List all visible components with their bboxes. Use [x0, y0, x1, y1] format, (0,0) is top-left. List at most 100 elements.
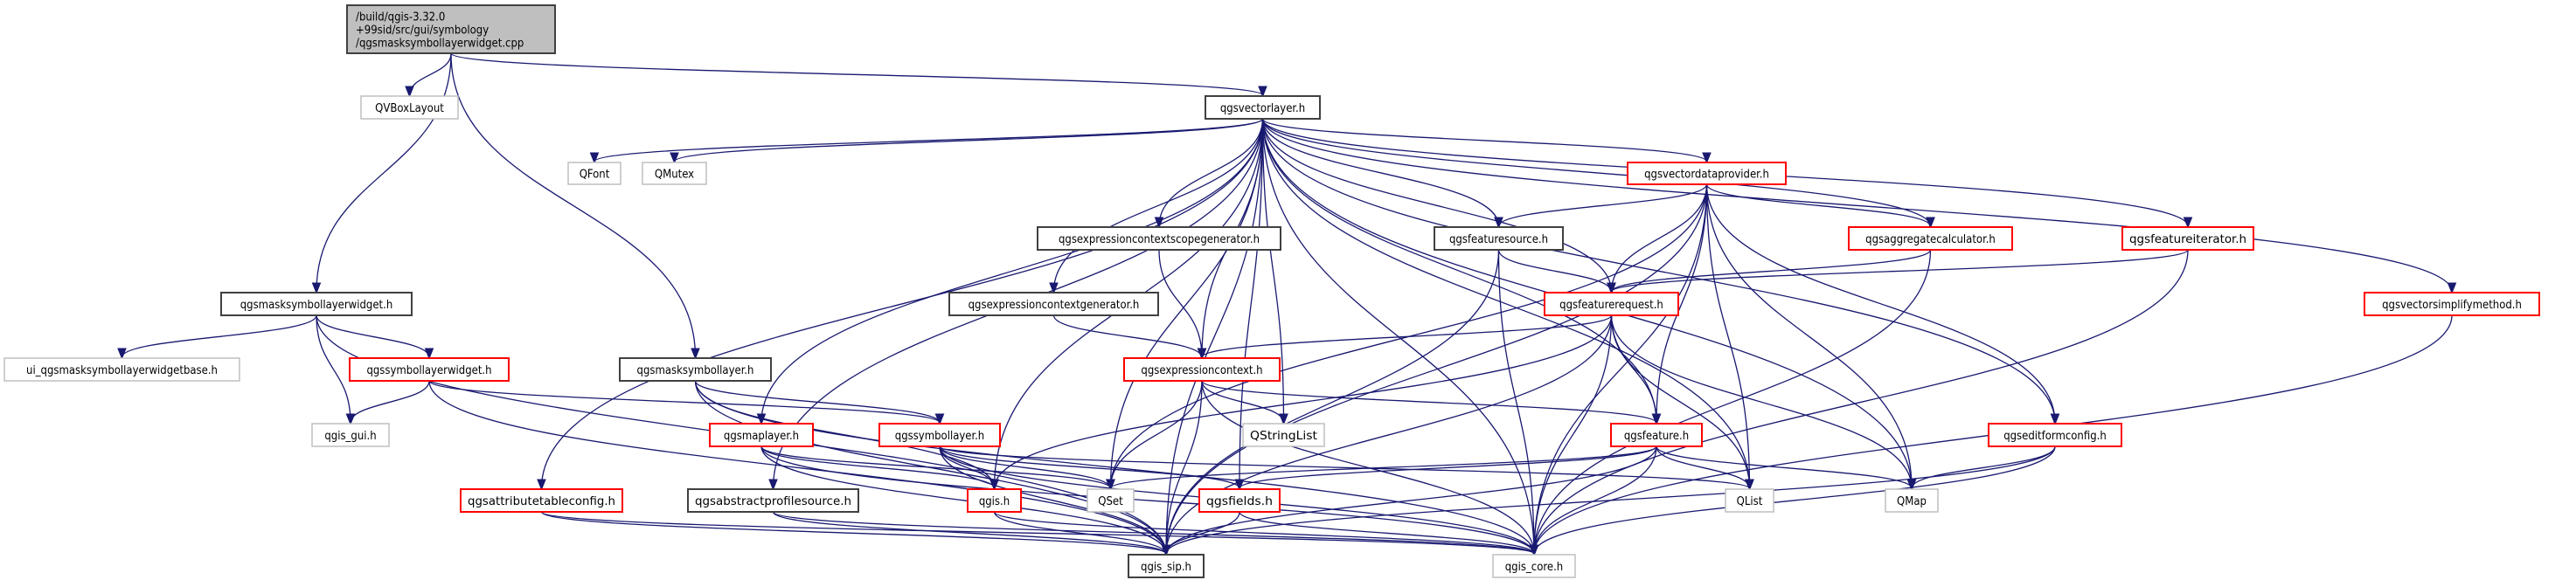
edge-root-to-qgsvectorlayer: [450, 52, 1263, 95]
node-root[interactable]: /build/qgis-3.32.0+99sid/src/gui/symbolo…: [346, 4, 556, 54]
edge-qgsvectorlayer-to-qgsfeature: [1261, 118, 1657, 423]
edge-qgsfeature-to-qmap: [1656, 445, 1912, 488]
node-label: QList: [1737, 495, 1763, 508]
edge-qgsexpressioncontext-to-qgis_core: [1201, 380, 1534, 554]
node-box: [948, 292, 1159, 316]
node-qgssymbollayer[interactable]: qgssymbollayer.h: [878, 423, 1001, 447]
edge-qgssymbollayerwidget-to-qgssymbollayer: [428, 380, 940, 423]
node-label: qgseditformconfig.h: [2003, 430, 2107, 443]
node-box: [967, 488, 1022, 513]
edge-qgsvectorlayer-to-qgsmaplayer: [761, 118, 1264, 423]
node-box: [709, 423, 814, 447]
node-box: [460, 488, 623, 513]
edge-qgsvectorlayer-to-qgsattributetableconfig: [542, 118, 1264, 488]
node-label: qgsexpressioncontextgenerator.h: [969, 299, 1140, 312]
edge-qgsfeaturerequest-to-qmap: [1610, 314, 1913, 488]
node-label: qgsfeatureiterator.h: [2129, 233, 2246, 246]
node-qgsexpressioncontext[interactable]: qgsexpressioncontext.h: [1123, 357, 1281, 382]
node-qgsfeaturesource[interactable]: qgsfeaturesource.h: [1434, 226, 1564, 251]
node-qgsvectordataprovider[interactable]: qgsvectordataprovider.h: [1627, 162, 1787, 185]
node-label: QMutex: [655, 169, 694, 182]
node-qgsattributetableconfig[interactable]: qgsattributetableconfig.h: [460, 488, 623, 513]
node-qgsvectorsimplifymethod[interactable]: qgsvectorsimplifymethod.h: [2364, 292, 2540, 316]
node-qgis_sip[interactable]: qgis_sip.h: [1128, 554, 1205, 578]
node-box: [567, 162, 621, 185]
node-box: [349, 357, 510, 382]
edge-qgsfeatureiterator-to-qgsfeaturerequest: [1612, 249, 2189, 292]
edge-qgsvectorlayer-to-qgsfeaturerequest: [1261, 118, 1612, 292]
edge-qgsattributetableconfig-to-qgis_sip: [540, 511, 1167, 554]
edge-qgssymbollayer-to-qset: [939, 445, 1111, 488]
edge-qgsvectordataprovider-to-qgsfeature: [1656, 183, 1708, 423]
node-box: [3, 357, 240, 382]
node-label: QVBoxLayout: [375, 102, 444, 115]
edge-qgsexpressioncontextscopegenerator-to-qgsexpressioncontext: [1158, 249, 1202, 357]
node-qgsvectorlayer[interactable]: qgsvectorlayer.h: [1205, 95, 1321, 120]
node-label: qgsmaplayer.h: [724, 430, 799, 443]
node-qgssymbollayerwidget[interactable]: qgssymbollayerwidget.h: [349, 357, 510, 382]
edge-qgsvectordataprovider-to-qgseditformconfig: [1705, 183, 2056, 423]
node-label: qgsexpressioncontext.h: [1141, 364, 1262, 377]
edge-qgsfields-to-qgis_core: [1239, 511, 1534, 554]
edge-qgis-to-qgis_core: [993, 511, 1535, 554]
node-label: qgis.h: [979, 495, 1010, 508]
node-qgis_gui: qgis_gui.h: [311, 423, 390, 447]
node-label: QMap: [1897, 495, 1927, 508]
edge-qgsmaplayer-to-qgis_sip: [760, 445, 1166, 554]
node-box: [687, 488, 859, 513]
node-qgis[interactable]: qgis.h: [967, 488, 1022, 513]
edge-qgsvectorlayer-to-qgsfields: [1239, 118, 1264, 488]
node-qgseditformconfig[interactable]: qgseditformconfig.h: [1988, 423, 2122, 447]
node-box: [1434, 226, 1564, 251]
node-box: [360, 95, 459, 120]
node-box: [1492, 554, 1576, 578]
node-box: [1037, 226, 1281, 251]
node-qgsfeaturerequest[interactable]: qgsfeaturerequest.h: [1544, 292, 1679, 316]
node-qgsaggregatecalculator[interactable]: qgsaggregatecalculator.h: [1848, 226, 2013, 251]
node-label: qgsaggregatecalculator.h: [1865, 233, 1996, 246]
edge-qgsfeaturesource-to-qgis_sip: [1166, 249, 1500, 554]
edge-qgsfeaturerequest-to-qgsfeature: [1610, 314, 1657, 423]
edge-root-to-qvboxlayout: [410, 52, 452, 95]
node-qgsexpressioncontextscopegenerator[interactable]: qgsexpressioncontextscopegenerator.h: [1037, 226, 1281, 251]
edge-qgseditformconfig-to-qgis_core: [1534, 445, 2056, 554]
node-label: QStringList: [1250, 430, 1317, 443]
node-qgsmasksymbollayer[interactable]: qgsmasksymbollayer.h: [619, 357, 772, 382]
edge-qgssymbollayerwidget-to-qgis_gui: [351, 380, 430, 423]
node-qgsabstractprofilesource[interactable]: qgsabstractprofilesource.h: [687, 488, 859, 513]
node-box: [878, 423, 1001, 447]
node-qgsmaplayer[interactable]: qgsmaplayer.h: [709, 423, 814, 447]
edge-qgsvectorlayer-to-qgsfeaturesource: [1261, 118, 1499, 226]
edge-qgsaggregatecalculator-to-qgis_core: [1534, 249, 1932, 554]
edge-qgssymbollayerwidget-to-qgis_sip: [428, 380, 1166, 554]
node-label: qgsfeaturesource.h: [1449, 233, 1548, 246]
node-qmap: QMap: [1885, 488, 1939, 513]
node-box: [1627, 162, 1787, 185]
node-box: [1725, 488, 1774, 513]
node-label: qgsvectorlayer.h: [1220, 102, 1305, 115]
node-qgsfeatureiterator[interactable]: qgsfeatureiterator.h: [2121, 226, 2254, 251]
edge-qgsvectordataprovider-to-qmap: [1705, 183, 1913, 488]
node-qgsexpressioncontextgenerator[interactable]: qgsexpressioncontextgenerator.h: [948, 292, 1159, 316]
edge-qgsaggregatecalculator-to-qgsfeaturerequest: [1612, 249, 1932, 292]
node-label: qgsmasksymbollayerwidget.h: [240, 299, 393, 312]
node-box: [1848, 226, 2013, 251]
node-qgsfeature[interactable]: qgsfeature.h: [1610, 423, 1703, 447]
node-label: qgsexpressioncontextscopegenerator.h: [1059, 233, 1260, 246]
edge-qgsvectorlayer-to-qgsaggregatecalculator: [1261, 118, 1931, 226]
node-qgis_core: qgis_core.h: [1492, 554, 1576, 578]
edge-qgsvectordataprovider-to-qgis_core: [1534, 183, 1708, 554]
edge-qgsvectorlayer-to-qlist: [1261, 118, 1750, 488]
edge-qgsfeaturesource-to-qgsfeaturerequest: [1497, 249, 1612, 292]
edge-qgsfeaturerequest-to-qgsexpressioncontext: [1202, 314, 1613, 357]
edge-qgsvectorlayer-to-qgsvectordataprovider: [1261, 118, 1707, 162]
node-qgsmasksymbollayerwidget[interactable]: qgsmasksymbollayerwidget.h: [220, 292, 413, 316]
edge-qgsvectorlayer-to-qset: [1111, 118, 1264, 488]
edge-qgis-to-qgis_sip: [993, 511, 1167, 554]
edge-qgsabstractprofilesource-to-qgis_sip: [772, 511, 1167, 554]
edge-qgsfeature-to-qlist: [1656, 445, 1750, 488]
node-qgsfields[interactable]: qgsfields.h: [1198, 488, 1281, 513]
node-label: qgsfields.h: [1206, 495, 1273, 508]
edge-qgsvectordataprovider-to-qgsaggregatecalculator: [1705, 183, 1931, 226]
node-label: qgsabstractprofilesource.h: [695, 495, 851, 508]
